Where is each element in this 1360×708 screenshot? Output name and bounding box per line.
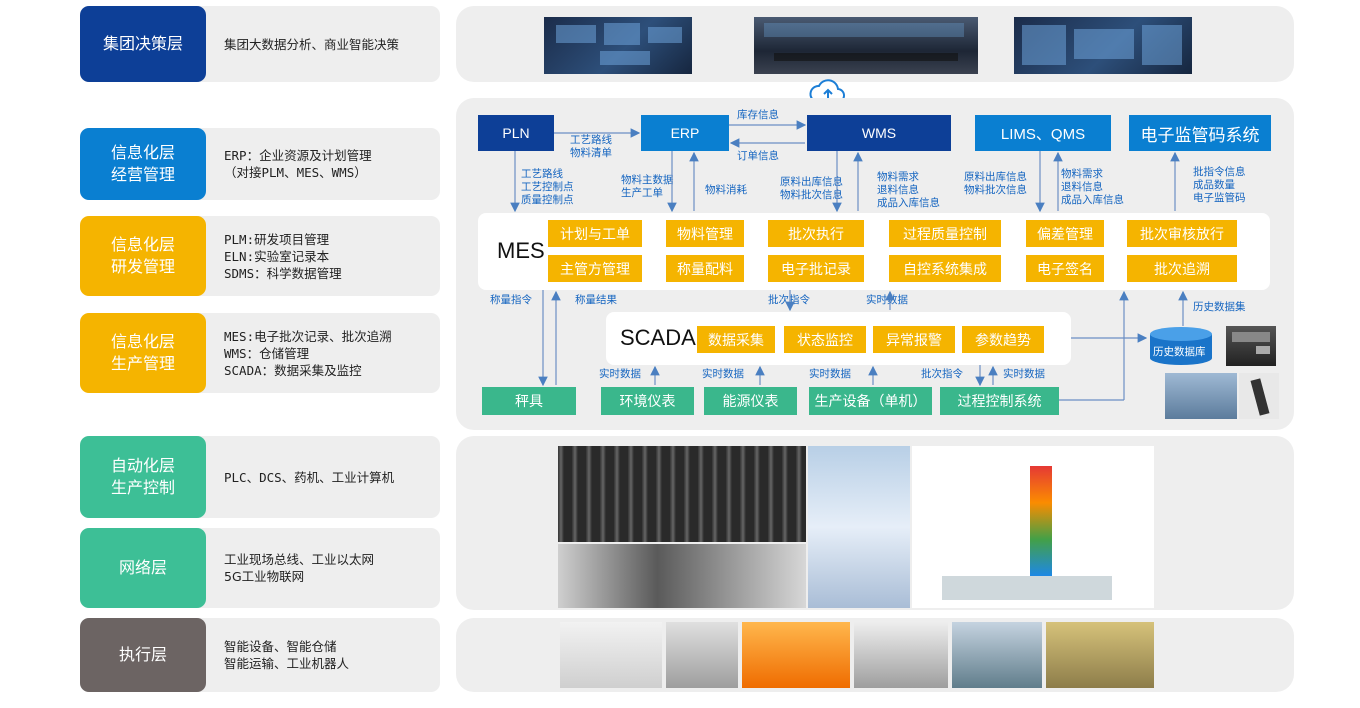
layer-label-automation: 自动化层 生产控制	[80, 436, 206, 518]
mes-module[interactable]: 批次执行	[768, 220, 864, 247]
scada-label: SCADA	[620, 325, 696, 350]
electric-actuator-image	[742, 622, 850, 688]
layer-label-network: 网络层	[80, 528, 206, 608]
annotation: 称量结果	[575, 294, 617, 306]
annotation: 物料需求 退料信息 成品入库信息	[1061, 168, 1124, 206]
layer-desc-decision: 集团大数据分析、商业智能决策	[198, 6, 440, 82]
plm-system-box[interactable]: PLN	[478, 115, 554, 151]
field-device-production-equipment[interactable]: 生产设备（单机）	[809, 387, 932, 415]
mes-module[interactable]: 电子批记录	[768, 255, 864, 282]
wms-system-box[interactable]: WMS	[807, 115, 951, 151]
mes-module[interactable]: 主管方管理	[548, 255, 642, 282]
robot-arm-image	[560, 622, 662, 688]
decision-panel	[456, 6, 1294, 82]
annotation: 原料出库信息 物料批次信息	[964, 171, 1027, 196]
automation-network-panel	[456, 436, 1294, 610]
mes-module[interactable]: 称量配料	[666, 255, 744, 282]
mes-module[interactable]: 电子签名	[1026, 255, 1104, 282]
dashboard-screen-2	[1014, 17, 1192, 74]
layer-label-rnd: 信息化层 研发管理	[80, 216, 206, 296]
layer-label-decision: 集团决策层	[80, 6, 206, 82]
plc-devices-image	[558, 544, 806, 608]
scada-module[interactable]: 状态监控	[784, 326, 866, 353]
annotation: 实时数据	[599, 368, 641, 380]
dashboard-screen-1	[544, 17, 692, 74]
annotation: 实时数据	[1003, 368, 1045, 380]
mes-module[interactable]: 计划与工单	[548, 220, 642, 247]
mes-module[interactable]: 批次审核放行	[1127, 220, 1237, 247]
annotation: 工艺路线 工艺控制点 质量控制点	[521, 168, 574, 206]
annotation: 批次指令	[921, 368, 963, 380]
lims-qms-system-box[interactable]: LIMS、QMS	[975, 115, 1111, 151]
mes-label: MES	[497, 238, 545, 263]
layer-label-execution: 执行层	[80, 618, 206, 692]
history-database-label: 历史数据库	[1153, 346, 1206, 358]
annotation: 历史数据集	[1193, 301, 1246, 313]
cleanroom-photo	[1165, 373, 1237, 419]
label-printer-image	[1226, 326, 1276, 366]
smart-warehouse-image	[1046, 622, 1154, 688]
layer-label-business: 信息化层 经营管理	[80, 128, 206, 200]
instrument-image	[854, 622, 948, 688]
scada-module[interactable]: 数据采集	[697, 326, 775, 353]
layer-desc-rnd: PLM:研发项目管理 ELN:实验室记录本 SDMS：科学数据管理	[198, 216, 440, 296]
network-topology-image	[912, 446, 1154, 608]
annotation: 订单信息	[737, 150, 779, 162]
history-database[interactable]	[1148, 326, 1214, 366]
scada-screens-image	[808, 446, 910, 608]
annotation: 工艺路线 物料清单	[570, 134, 612, 159]
barcode-scanner-image	[1239, 373, 1279, 419]
control-room-photo	[754, 17, 978, 74]
valve-actuator-image	[666, 622, 738, 688]
production-line-image	[952, 622, 1042, 688]
mes-module[interactable]: 物料管理	[666, 220, 744, 247]
layer-desc-production: MES:电子批次记录、批次追溯 WMS：仓储管理 SCADA：数据采集及监控	[198, 313, 440, 393]
execution-panel	[456, 618, 1294, 692]
field-device-scale[interactable]: 秤具	[482, 387, 576, 415]
layer-desc-business: ERP：企业资源及计划管理 （对接PLM、MES、WMS）	[198, 128, 440, 200]
annotation: 称量指令	[490, 294, 532, 306]
field-device-energy-meter[interactable]: 能源仪表	[704, 387, 797, 415]
mes-module[interactable]: 批次追溯	[1127, 255, 1237, 282]
scada-module[interactable]: 异常报警	[873, 326, 955, 353]
field-device-process-control[interactable]: 过程控制系统	[940, 387, 1059, 415]
layer-desc-execution: 智能设备、智能仓储 智能运输、工业机器人	[198, 618, 440, 692]
annotation: 实时数据	[809, 368, 851, 380]
field-device-environment-meter[interactable]: 环境仪表	[601, 387, 694, 415]
mes-module[interactable]: 过程质量控制	[889, 220, 1001, 247]
e-supervision-code-system-box[interactable]: 电子监管码系统	[1129, 115, 1271, 151]
annotation: 批次指令	[768, 294, 810, 306]
annotation: 物料需求 退料信息 成品入库信息	[877, 171, 940, 209]
mes-module[interactable]: 偏差管理	[1026, 220, 1104, 247]
scada-module[interactable]: 参数趋势	[962, 326, 1044, 353]
annotation: 原料出库信息 物料批次信息	[780, 176, 843, 201]
layer-desc-network: 工业现场总线、工业以太网 5G工业物联网	[198, 528, 440, 608]
annotation: 库存信息	[737, 109, 779, 121]
layer-label-production: 信息化层 生产管理	[80, 313, 206, 393]
annotation: 实时数据	[702, 368, 744, 380]
layer-desc-automation: PLC、DCS、药机、工业计算机	[198, 436, 440, 518]
mes-module[interactable]: 自控系统集成	[889, 255, 1001, 282]
erp-system-box[interactable]: ERP	[641, 115, 729, 151]
annotation: 批指令信息 成品数量 电子监管码	[1193, 166, 1246, 204]
annotation: 物料消耗	[705, 184, 747, 196]
server-rack-image	[558, 446, 806, 542]
annotation: 物料主数据 生产工单	[621, 174, 674, 199]
